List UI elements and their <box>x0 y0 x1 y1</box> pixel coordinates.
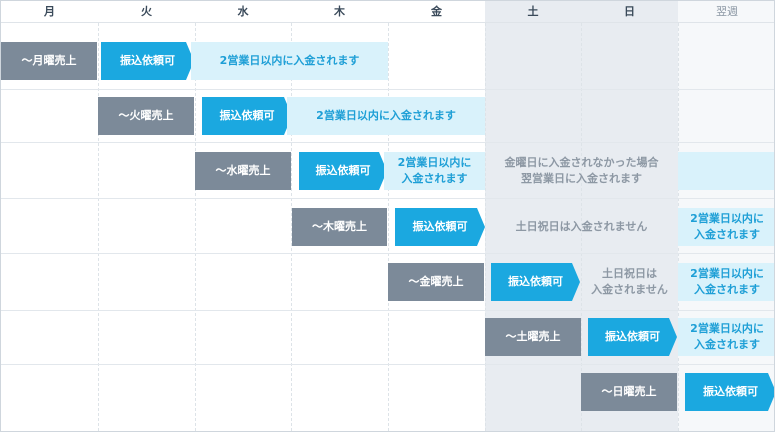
column-divider <box>581 23 582 431</box>
header-day-sat: 土 <box>527 5 539 18</box>
row-divider <box>1 142 774 143</box>
header-day-fri: 金 <box>431 5 442 18</box>
transfer-request-mon: 振込依頼可 <box>101 42 194 80</box>
column-divider <box>388 23 389 431</box>
header-day-mon: 月 <box>44 5 55 18</box>
deposit-timing-mon: 2営業日以内に入金されます <box>191 42 388 80</box>
deposit-note-wed: 金曜日に入金されなかった場合 翌営業日に入金されます <box>504 156 659 185</box>
sales-cutoff-sun: ～日曜売上 <box>581 373 677 411</box>
sales-cutoff-fri: ～金曜売上 <box>388 263 484 301</box>
deposit-timing-wed: 2営業日以内に 入金されます <box>384 152 485 190</box>
column-divider <box>485 23 486 431</box>
column-divider <box>98 23 99 431</box>
sales-cutoff-tue: ～火曜売上 <box>98 97 194 135</box>
deposit-note-fri: 土日祝日は 入金されません <box>591 267 668 296</box>
header-day-tue: 火 <box>141 5 152 18</box>
row-divider <box>1 89 774 90</box>
sales-cutoff-mon: ～月曜売上 <box>1 42 97 80</box>
column-divider <box>195 23 196 431</box>
sales-cutoff-wed: ～水曜売上 <box>195 152 291 190</box>
column-divider <box>291 23 292 431</box>
row-divider <box>1 253 774 254</box>
sales-cutoff-sat: ～土曜売上 <box>485 318 581 356</box>
transfer-request-sat: 振込依頼可 <box>588 318 677 356</box>
row-divider <box>1 198 774 199</box>
header-day-thu: 木 <box>334 5 345 18</box>
row-divider <box>1 364 774 365</box>
transfer-request-tue: 振込依頼可 <box>202 97 292 135</box>
header-day-sun: 日 <box>624 5 635 18</box>
deposit-continuation-wed <box>678 152 774 190</box>
transfer-request-thu: 振込依頼可 <box>395 208 485 246</box>
transfer-request-fri: 振込依頼可 <box>491 263 580 301</box>
transfer-request-wed: 振込依頼可 <box>299 152 387 190</box>
deposit-timing-thu: 2営業日以内に 入金されます <box>678 208 774 246</box>
deposit-note-thu: 土日祝日は入金されません <box>515 220 648 233</box>
weekday-header: 月 火 水 木 金 土 日 翌週 <box>1 1 774 23</box>
header-next-week: 翌週 <box>716 5 738 18</box>
sales-cutoff-thu: ～木曜売上 <box>292 208 387 246</box>
row-divider <box>1 310 774 311</box>
transfer-request-sun: 振込依頼可 <box>685 373 775 411</box>
deposit-timing-fri: 2営業日以内に 入金されます <box>678 263 774 301</box>
deposit-timing-tue: 2営業日以内に入金されます <box>287 97 485 135</box>
header-day-wed: 水 <box>237 5 249 18</box>
deposit-timing-sat: 2営業日以内に 入金されます <box>678 318 774 356</box>
